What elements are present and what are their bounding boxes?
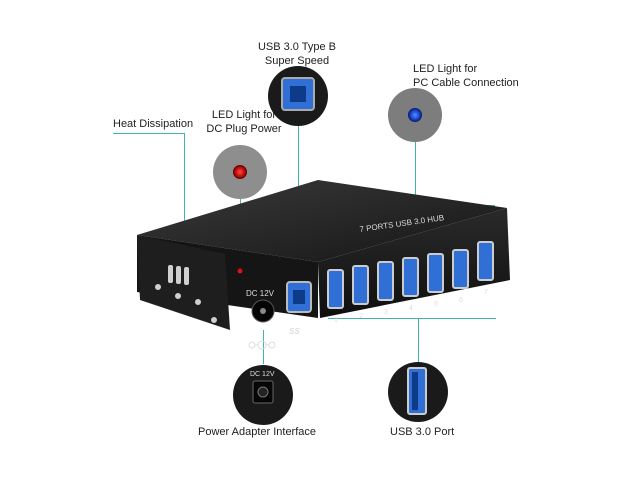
- port-number: 5: [434, 301, 438, 308]
- power-adapter-callout: Power Adapter Interface: [198, 426, 317, 438]
- heat-leader-h: [113, 133, 185, 134]
- power-leader: [263, 330, 264, 364]
- port-number: 4: [409, 305, 413, 312]
- vent-slot: [176, 266, 181, 284]
- usb-port-callout: USB 3.0 Port: [390, 426, 455, 438]
- dc-12v-text: DC 12V: [246, 289, 275, 298]
- usb-port-4: [402, 257, 419, 297]
- vent-slot: [168, 265, 173, 283]
- zoom-dc-12v-text: DC 12V: [250, 371, 275, 378]
- usb-type-b-callout-line1: USB 3.0 Type B: [257, 41, 337, 53]
- port-number: 1: [334, 317, 338, 324]
- hub-top-face: [137, 180, 507, 262]
- led-dc-callout-line1: LED Light for: [211, 109, 277, 121]
- usb-port-6: [452, 249, 469, 289]
- usb-port-leader: [418, 318, 419, 362]
- usb-port-2: [352, 265, 369, 305]
- port-number: 7: [484, 289, 488, 296]
- dc-led-on-body: [237, 268, 243, 274]
- usb-port-1: [327, 269, 344, 309]
- heat-dissipation-callout: Heat Dissipation: [113, 118, 194, 130]
- hub-left-plate: [137, 235, 230, 330]
- screw-hole: [211, 317, 217, 323]
- usb-port-5: [427, 253, 444, 293]
- usb-ports-row: [327, 241, 494, 309]
- led-pc-callout-line2: PC Cable Connection: [413, 77, 519, 89]
- usb-port-7: [477, 241, 494, 281]
- blue-led-icon: [408, 108, 422, 122]
- screw-hole: [155, 284, 161, 290]
- screw-hole: [175, 293, 181, 299]
- led-pc-callout-line1: LED Light for: [413, 63, 478, 75]
- screw-hole: [195, 299, 201, 305]
- polarity-icon: [248, 340, 276, 350]
- port-number: 3: [384, 309, 388, 316]
- ss-logo-text: SS: [289, 327, 300, 336]
- port-number: 6: [459, 297, 463, 304]
- red-led-icon: [233, 165, 247, 179]
- led-dc-callout-line2: DC Plug Power: [206, 123, 282, 135]
- ports-bracket: [328, 318, 496, 319]
- vent-slot: [184, 267, 189, 285]
- heat-leader-v: [184, 133, 185, 253]
- led-pc-leader-v: [415, 128, 416, 206]
- usb-type-b-callout-line2: Super Speed: [264, 55, 330, 67]
- port-number: 2: [359, 313, 363, 320]
- usb-port-3: [377, 261, 394, 301]
